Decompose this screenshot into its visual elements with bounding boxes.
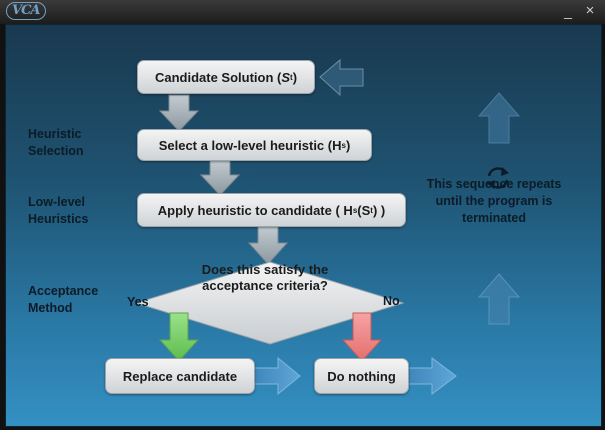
decision-text: Does this satisfy the acceptance criteri…: [201, 262, 329, 293]
select-sub: s: [341, 140, 346, 150]
heuristic-selection-label: Heuristic Selection: [28, 127, 84, 158]
title-bar: VCA _ ×: [0, 0, 605, 24]
repeat-note: This sequence repeats until the program …: [426, 177, 562, 225]
candidate-var: S: [281, 69, 291, 85]
yes-label: Yes: [127, 295, 149, 309]
low-level-heuristics-label: Low-level Heuristics: [28, 195, 89, 226]
down-arrow-2: [199, 159, 241, 196]
close-button[interactable]: ×: [585, 2, 595, 19]
nothing-text: Do nothing: [327, 368, 396, 384]
decision-diamond: [134, 261, 405, 345]
replace-text: Replace candidate: [122, 368, 238, 384]
apply-sub1: s: [352, 205, 358, 215]
candidate-text: Candidate Solution (: [154, 69, 282, 85]
acceptance-method-label: Acceptance Method: [28, 284, 99, 315]
replace-output-arrow: [253, 356, 301, 396]
select-text: Select a low-level heuristic (H: [158, 137, 342, 153]
candidate-end: ): [292, 69, 298, 85]
refresh-icon: [487, 167, 509, 189]
apply-end: ) ): [372, 202, 386, 218]
loop-up-arrow-top: [477, 92, 521, 144]
apply-sub2: t: [370, 205, 373, 215]
yes-arrow: [158, 312, 200, 362]
down-arrow-1: [158, 94, 200, 132]
apply-mid: (S: [357, 202, 371, 218]
input-arrow: [319, 58, 364, 97]
replace-candidate-box: Replace candidate: [105, 358, 255, 394]
no-label: No: [383, 294, 400, 308]
loop-up-arrow-bottom: [477, 273, 521, 325]
select-end: ): [345, 137, 351, 153]
down-arrow-3: [247, 225, 289, 265]
apply-text: Apply heuristic to candidate ( H: [157, 202, 353, 218]
app-logo: VCA: [6, 2, 46, 20]
nothing-output-arrow: [407, 357, 457, 395]
candidate-sub: t: [290, 72, 293, 82]
do-nothing-box: Do nothing: [314, 358, 409, 394]
minimize-button[interactable]: _: [564, 3, 572, 19]
no-arrow: [341, 312, 383, 362]
